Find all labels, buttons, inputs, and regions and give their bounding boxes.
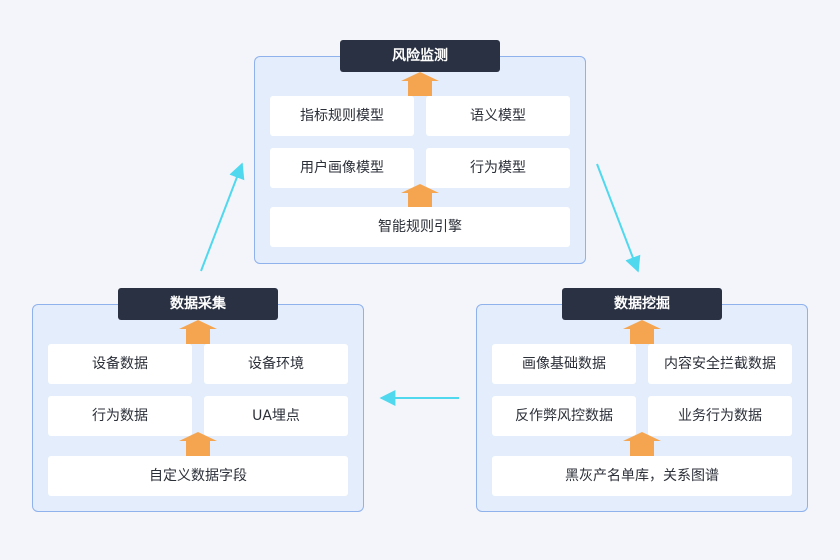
risk-card-indicator-model: 指标规则模型 (270, 96, 414, 136)
collect-base-custom-fields: 自定义数据字段 (48, 456, 348, 496)
up-arrow-icon (623, 432, 661, 456)
mining-card-anti-cheat: 反作弊风控数据 (492, 396, 636, 436)
collect-card-device-env: 设备环境 (204, 344, 348, 384)
collect-card-device-data: 设备数据 (48, 344, 192, 384)
risk-card-semantic-model: 语义模型 (426, 96, 570, 136)
mining-card-profile-base: 画像基础数据 (492, 344, 636, 384)
risk-monitoring-title: 风险监测 (340, 40, 500, 72)
up-arrow-icon (623, 320, 661, 344)
collect-card-behavior-data: 行为数据 (48, 396, 192, 436)
up-arrow-icon (401, 72, 439, 96)
up-arrow-icon (179, 320, 217, 344)
mining-base-blacklist-graph: 黑灰产名单库，关系图谱 (492, 456, 792, 496)
up-arrow-icon (401, 184, 439, 208)
arrow-risk-to-mining (596, 163, 641, 273)
collect-card-ua-tracking: UA埋点 (204, 396, 348, 436)
data-collection-title: 数据采集 (118, 288, 278, 320)
risk-card-behavior-model: 行为模型 (426, 148, 570, 188)
up-arrow-icon (179, 432, 217, 456)
risk-card-user-profile-model: 用户画像模型 (270, 148, 414, 188)
data-mining-title: 数据挖掘 (562, 288, 722, 320)
risk-base-rule-engine: 智能规则引擎 (270, 207, 570, 247)
arrow-collect-to-risk (200, 162, 245, 272)
mining-card-business-behavior: 业务行为数据 (648, 396, 792, 436)
mining-card-content-security: 内容安全拦截数据 (648, 344, 792, 384)
